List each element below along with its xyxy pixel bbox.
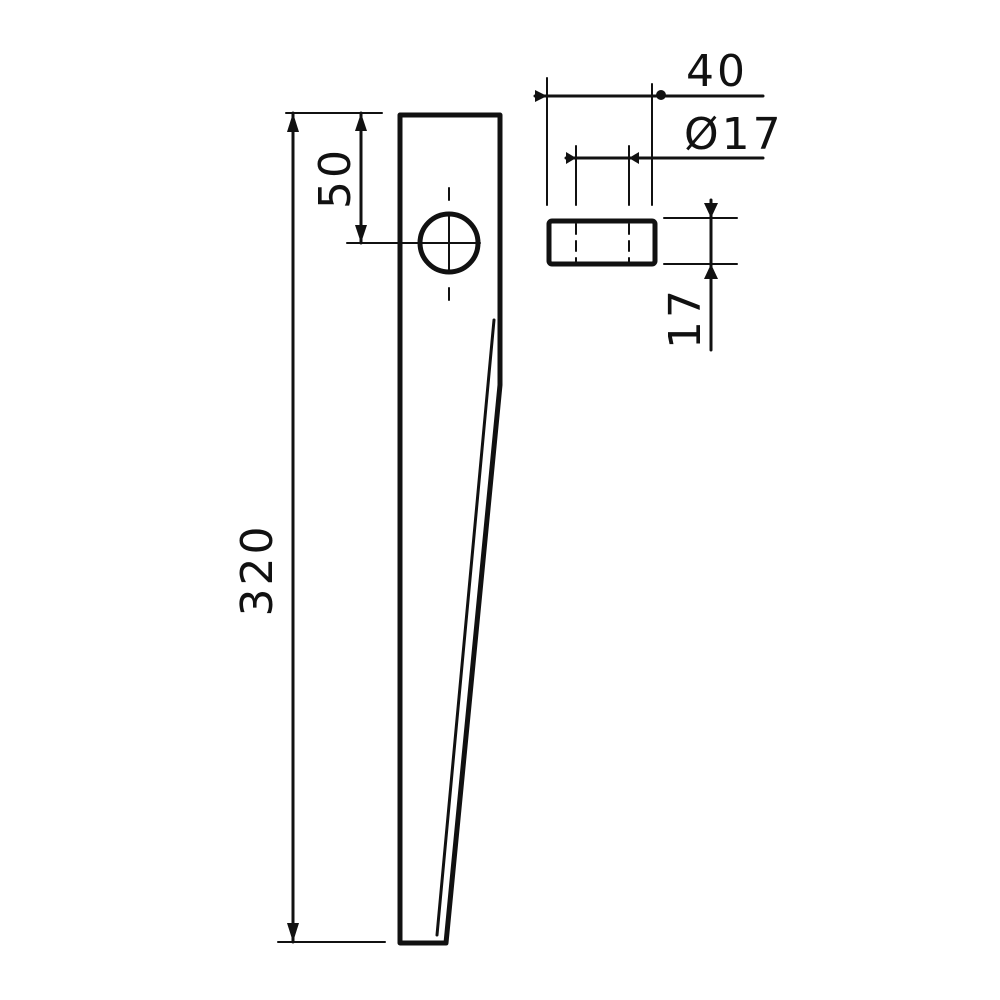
dimension-label-length: 320: [232, 524, 283, 617]
dot-width-right: [656, 90, 666, 100]
dimension-width: 40: [533, 46, 765, 206]
dimension-label-thickness: 17: [660, 287, 711, 349]
dimension-hole-diameter: Ø17: [564, 109, 784, 206]
arrowhead-diameter-right: [629, 152, 639, 164]
arrowhead-offset-top: [355, 113, 367, 131]
blade-outline: [397, 112, 503, 946]
dimension-label-hole-offset: 50: [310, 147, 361, 209]
section-view: [546, 218, 658, 267]
dimension-label-width: 40: [686, 46, 748, 97]
section-outline: [546, 218, 658, 267]
arrowhead-offset-bottom: [355, 225, 367, 243]
arrowhead-length-bottom: [287, 923, 299, 942]
blade-front-view: [397, 112, 503, 946]
dimension-length: 320: [232, 111, 386, 944]
arrowhead-thickness-bottom: [704, 264, 718, 279]
dimension-hole-offset: 50: [310, 111, 413, 245]
arrowhead-thickness-top: [704, 203, 718, 218]
arrowhead-length-top: [287, 113, 299, 132]
arrowhead-width-left: [535, 90, 547, 102]
blade-bevel-line: [435, 318, 496, 937]
mounting-hole: [407, 187, 481, 301]
arrowhead-diameter-left: [566, 152, 576, 164]
dimension-label-hole-diameter: Ø17: [684, 109, 784, 160]
dimension-thickness: 17: [660, 198, 738, 352]
